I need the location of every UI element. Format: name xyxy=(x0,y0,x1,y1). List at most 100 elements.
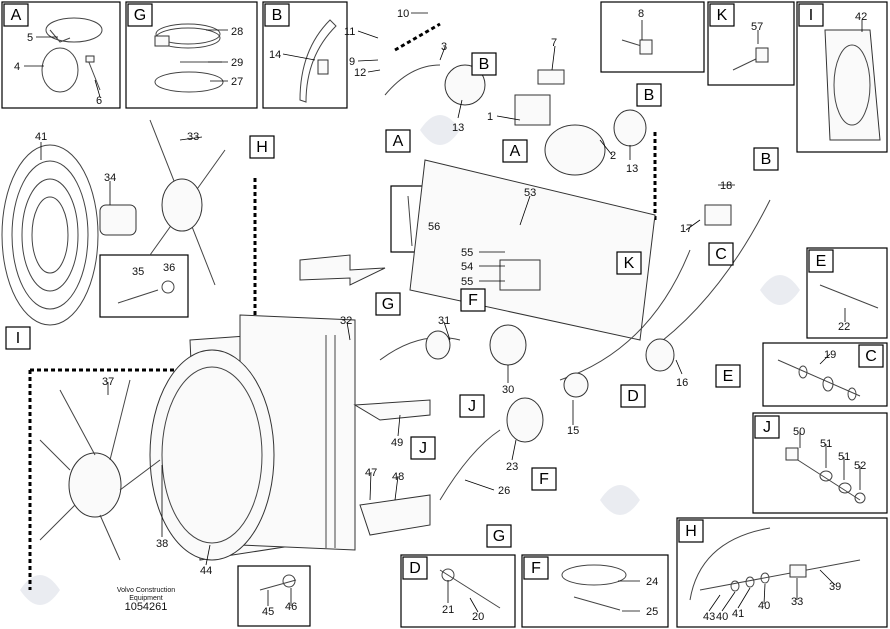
part-number: 25 xyxy=(646,606,658,618)
parts-drawing-c xyxy=(777,359,861,401)
part-number: 53 xyxy=(524,187,536,199)
part-number: 33 xyxy=(187,131,199,143)
part-number: 38 xyxy=(156,538,168,550)
part-number: 4 xyxy=(14,61,20,73)
part-number: 40 xyxy=(758,600,770,612)
callout-letter-j1: J xyxy=(468,398,476,415)
part-number: 32 xyxy=(340,315,352,327)
parts-drawing-45-46 xyxy=(259,574,297,591)
part-number: 22 xyxy=(838,321,850,333)
part-number: 20 xyxy=(472,611,484,623)
part-number: 21 xyxy=(442,604,454,616)
callout-letter-b4: B xyxy=(761,151,772,168)
clamp-drawing-a xyxy=(41,17,103,93)
part-number: 48 xyxy=(392,471,404,483)
part-number: 10 xyxy=(397,8,409,20)
callout-letter-i2: I xyxy=(16,330,20,347)
callout-letter-g2: G xyxy=(382,296,394,313)
part-number: 15 xyxy=(567,425,579,437)
part-number: 31 xyxy=(438,315,450,327)
part-number: 49 xyxy=(391,437,403,449)
bracket-drawing-b xyxy=(299,19,337,103)
callout-letter-g1: G xyxy=(134,7,146,24)
part-number: 13 xyxy=(452,122,464,134)
part-number: 41 xyxy=(732,608,744,620)
part-number: 12 xyxy=(354,67,366,79)
parts-drawing-h xyxy=(689,527,861,601)
part-number: 37 xyxy=(102,376,114,388)
part-number: 19 xyxy=(824,349,836,361)
part-number: 18 xyxy=(720,180,732,192)
callout-letter-b1: B xyxy=(272,7,283,24)
part-number: 14 xyxy=(269,49,281,61)
rod-drawing-e xyxy=(819,284,879,309)
shroud-drawing-i xyxy=(824,29,881,141)
part-number: 52 xyxy=(854,460,866,472)
parts-drawing-f xyxy=(561,564,627,611)
footer-doc-number: 1054261 xyxy=(124,601,168,613)
part-number: 36 xyxy=(163,262,175,274)
part-number: 33 xyxy=(791,596,803,608)
part-number: 45 xyxy=(262,606,274,618)
part-number: 47 xyxy=(365,467,377,479)
part-number: 50 xyxy=(793,426,805,438)
part-number: 7 xyxy=(551,37,557,49)
inset-box-h xyxy=(676,517,888,628)
part-number: 42 xyxy=(855,11,867,23)
part-number: 55 xyxy=(461,276,473,288)
part-number: 43 xyxy=(703,611,715,623)
part-number: 9 xyxy=(349,56,355,68)
part-number: 51 xyxy=(838,451,850,463)
part-number: 29 xyxy=(231,57,243,69)
callout-letter-k2: K xyxy=(624,255,635,272)
callout-letter-a3: A xyxy=(510,143,521,160)
callout-letter-f2: F xyxy=(539,471,549,488)
parts-drawing-35-36 xyxy=(117,280,175,304)
callout-letter-f3: F xyxy=(531,560,541,577)
part-number: 13 xyxy=(626,163,638,175)
direction-arrow xyxy=(299,254,386,286)
fan-blades xyxy=(39,379,161,561)
inset-box-35-36 xyxy=(99,254,189,318)
inset-box-45-46 xyxy=(237,565,311,627)
callout-letter-h2: H xyxy=(685,523,697,540)
fan-shroud xyxy=(149,349,275,561)
brackets xyxy=(353,69,732,536)
part-number: 46 xyxy=(285,601,297,613)
callout-letter-e2: E xyxy=(723,368,734,385)
callout-letter-a2: A xyxy=(393,133,404,150)
part-number: 35 xyxy=(132,266,144,278)
bolt-drawing-8 xyxy=(621,39,653,55)
part-number: 39 xyxy=(829,581,841,593)
bolt-drawing-56 xyxy=(407,195,413,247)
fan-motor xyxy=(99,119,226,286)
dashed-link-2 xyxy=(394,22,441,52)
callout-letter-b2: B xyxy=(479,56,490,73)
part-number: 17 xyxy=(680,223,692,235)
part-number: 23 xyxy=(506,461,518,473)
part-number: 1 xyxy=(487,111,493,123)
callout-letter-d1: D xyxy=(627,388,639,405)
callout-letter-d2: D xyxy=(409,560,421,577)
bolt-drawing-k xyxy=(732,47,769,71)
callout-letter-g3: G xyxy=(493,528,505,545)
callout-letters: A G B K I B A B A H I B C K F G J D E C … xyxy=(3,3,884,580)
part-number: 6 xyxy=(96,95,102,107)
callout-letter-f1: F xyxy=(468,292,478,309)
inset-box-8 xyxy=(600,1,705,73)
part-number: 40 xyxy=(716,611,728,623)
callout-letter-e1: E xyxy=(816,253,827,270)
callout-letter-c1: C xyxy=(715,246,727,263)
callout-letter-j2: J xyxy=(763,419,771,436)
callout-letter-k1: K xyxy=(717,7,728,24)
part-number: 54 xyxy=(461,261,473,273)
part-number: 2 xyxy=(610,150,616,162)
part-number: 44 xyxy=(200,565,212,577)
footer-line2: Equipment xyxy=(129,595,163,602)
callout-letter-c2: C xyxy=(865,348,877,365)
part-number-labels: 5 4 6 28 29 27 14 10 11 9 12 3 8 7 1 2 1… xyxy=(14,8,867,623)
part-number: 11 xyxy=(344,26,355,38)
part-number: 8 xyxy=(638,8,644,20)
